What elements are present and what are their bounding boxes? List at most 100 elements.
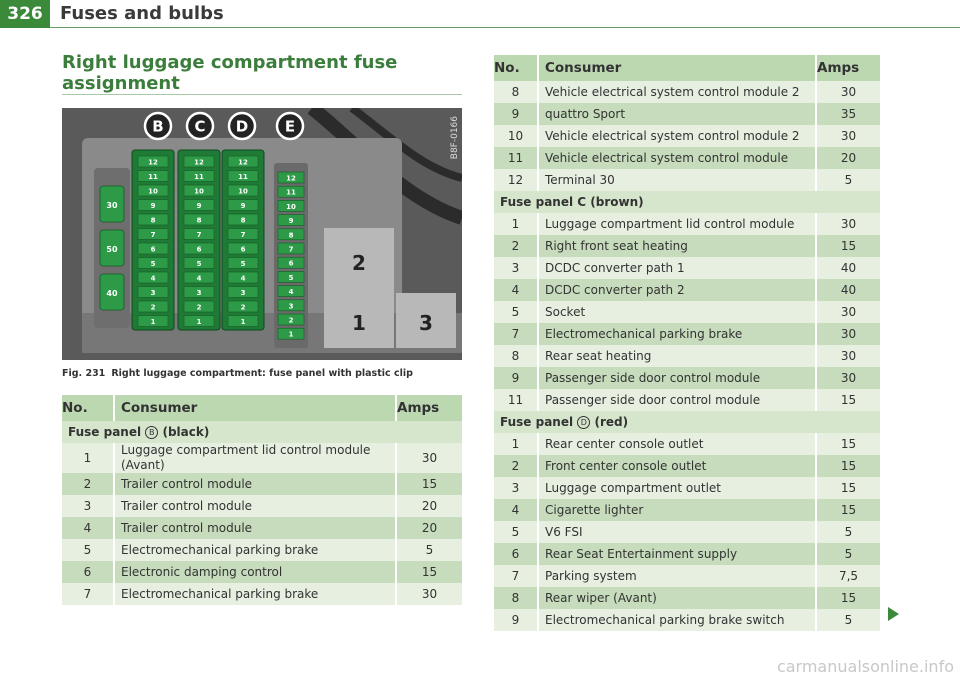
fuse-slot-label: 6 <box>151 246 156 254</box>
fuse-amps: 15 <box>816 455 880 477</box>
fuse-slot-label: 4 <box>197 275 202 283</box>
fuse-consumer: Electromechanical parking brake <box>538 323 817 345</box>
side-fuse-label: 40 <box>106 289 118 298</box>
column-header-amps: Amps <box>816 55 880 81</box>
fuse-slot-label: 4 <box>241 275 246 283</box>
fuse-number: 1 <box>494 213 539 235</box>
fuse-slot <box>137 170 169 182</box>
column-header-no: No. <box>494 55 539 81</box>
fuse-slot <box>277 228 305 241</box>
fuse-number: 5 <box>494 521 539 543</box>
fuse-slot-label: 7 <box>197 231 202 239</box>
fuse-consumer: Vehicle electrical system control module… <box>538 125 817 147</box>
fuse-consumer: DCDC converter path 2 <box>538 279 817 301</box>
fuse-number: 3 <box>494 257 539 279</box>
fuse-slot-label: 12 <box>148 159 158 167</box>
panel-letter-marker <box>185 111 215 141</box>
fuse-number: 10 <box>494 125 539 147</box>
fuse-slot <box>137 300 169 313</box>
fuse-amps: 30 <box>396 443 462 473</box>
fuse-consumer: Luggage compartment lid control module (… <box>114 443 397 473</box>
fuse-amps: 35 <box>816 103 880 125</box>
relay-label: 1 <box>352 311 366 335</box>
column-header-amps: Amps <box>396 395 462 421</box>
fuse-slot <box>137 315 169 327</box>
panel-letter-marker <box>227 111 257 141</box>
fuse-consumer: Passenger side door control module <box>538 389 817 411</box>
panel-heading-d: Fuse panel D (red) <box>494 411 880 433</box>
fuse-number: 9 <box>494 367 539 389</box>
panel-letter-label: D <box>236 118 248 136</box>
fuse-number: 2 <box>494 455 539 477</box>
fuse-slot <box>277 171 305 184</box>
header-rule <box>50 27 960 28</box>
panel-letter-marker <box>275 111 305 141</box>
fuse-slot-label: 5 <box>151 260 156 268</box>
fuse-slot-label: 10 <box>194 188 204 196</box>
page-title: Fuses and bulbs <box>60 3 224 24</box>
fuse-slot-label: 7 <box>151 231 156 239</box>
fuse-number: 11 <box>494 147 539 169</box>
column-header-no: No. <box>62 395 115 421</box>
fuse-consumer: Electronic damping control <box>114 561 397 583</box>
fuse-number: 3 <box>62 495 115 517</box>
fuse-amps: 15 <box>816 587 880 609</box>
fuse-number: 2 <box>494 235 539 257</box>
fuse-consumer: Parking system <box>538 565 817 587</box>
fuse-table-left: No. Consumer Amps Fuse panel B (black) 1… <box>62 395 462 605</box>
next-page-arrow-icon[interactable] <box>888 607 899 621</box>
fuse-slot <box>277 242 305 255</box>
fuse-number: 8 <box>494 345 539 367</box>
fuse-slot-label: 2 <box>151 304 156 312</box>
fuse-slot-label: 8 <box>197 217 202 225</box>
fuse-slot <box>227 271 259 284</box>
fuse-slot-label: 11 <box>148 173 158 181</box>
fuse-slot <box>137 184 169 197</box>
fuse-slot <box>183 271 215 284</box>
panel-b-suffix: (black) <box>162 425 210 439</box>
fuse-slot-label: 1 <box>151 318 156 326</box>
fuse-amps: 7,5 <box>816 565 880 587</box>
fuse-consumer: Rear seat heating <box>538 345 817 367</box>
fuse-amps: 5 <box>816 521 880 543</box>
fuse-slot <box>277 299 305 312</box>
fuse-slot-label: 10 <box>286 203 296 211</box>
fuse-slot-label: 2 <box>197 304 202 312</box>
fuse-consumer: Rear Seat Entertainment supply <box>538 543 817 565</box>
fuse-slot-label: 2 <box>289 317 294 325</box>
fuse-amps: 20 <box>396 495 462 517</box>
fuse-number: 2 <box>62 473 115 495</box>
fuse-amps: 15 <box>816 499 880 521</box>
fuse-slot-label: 6 <box>289 260 294 268</box>
fuse-amps: 15 <box>396 473 462 495</box>
fuse-slot <box>183 155 215 168</box>
fuse-slot <box>183 199 215 211</box>
fuse-amps: 30 <box>816 323 880 345</box>
fuse-slot-label: 5 <box>241 260 246 268</box>
fuse-slot <box>227 300 259 313</box>
side-fuse-label: 30 <box>106 201 118 210</box>
fuse-number: 1 <box>62 443 115 473</box>
fuse-number: 12 <box>494 169 539 191</box>
relay-label: 3 <box>419 311 433 335</box>
fuse-slot <box>183 213 215 226</box>
fuse-slot <box>277 285 305 297</box>
fuse-slot <box>137 286 169 298</box>
side-fuse <box>99 185 125 223</box>
fuse-slot-label: 1 <box>241 318 246 326</box>
fuse-number: 4 <box>62 517 115 539</box>
fuse-slot <box>227 315 259 327</box>
